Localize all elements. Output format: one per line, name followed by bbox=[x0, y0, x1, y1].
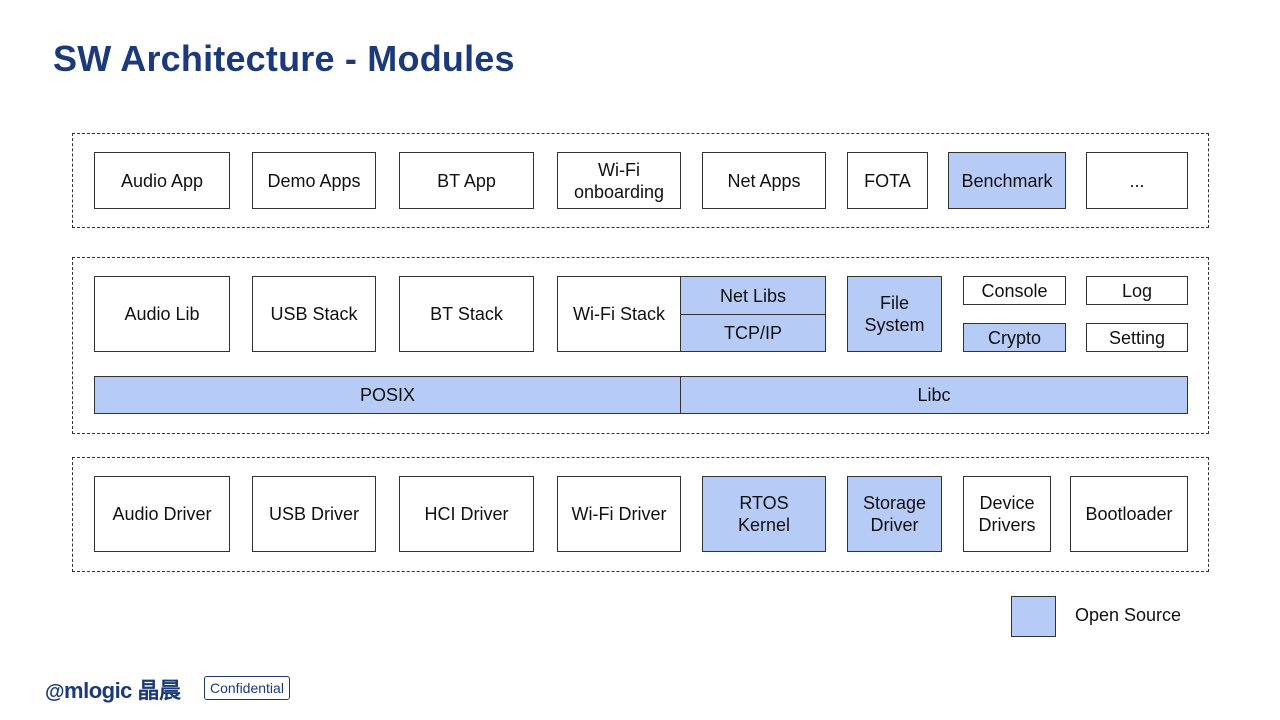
a-logo-icon: @ bbox=[45, 681, 65, 703]
benchmark-module: Benchmark bbox=[948, 152, 1066, 209]
fota-module: FOTA bbox=[847, 152, 928, 209]
audio-app-module: Audio App bbox=[94, 152, 230, 209]
audio-lib-module: Audio Lib bbox=[94, 276, 230, 352]
libc-module: Libc bbox=[680, 376, 1188, 414]
bootloader-module: Bootloader bbox=[1070, 476, 1188, 552]
console-module: Console bbox=[963, 276, 1066, 305]
wifi-stack-module: Wi-Fi Stack bbox=[557, 276, 681, 352]
posix-module: POSIX bbox=[94, 376, 681, 414]
net-apps-module: Net Apps bbox=[702, 152, 826, 209]
wifi-driver-module: Wi-Fi Driver bbox=[557, 476, 681, 552]
tcpip-module: TCP/IP bbox=[680, 314, 826, 352]
bt-stack-module: BT Stack bbox=[399, 276, 534, 352]
usb-stack-module: USB Stack bbox=[252, 276, 376, 352]
setting-module: Setting bbox=[1086, 323, 1188, 352]
crypto-module: Crypto bbox=[963, 323, 1066, 352]
middleware-layer bbox=[72, 257, 1209, 434]
hci-driver-module: HCI Driver bbox=[399, 476, 534, 552]
log-module: Log bbox=[1086, 276, 1188, 305]
demo-apps-module: Demo Apps bbox=[252, 152, 376, 209]
legend-open-source-swatch bbox=[1011, 596, 1056, 637]
audio-driver-module: Audio Driver bbox=[94, 476, 230, 552]
wifi-onboarding-module: Wi-Fi onboarding bbox=[557, 152, 681, 209]
amlogic-logo: @mlogic 晶晨 bbox=[45, 673, 181, 705]
file-system-module: File System bbox=[847, 276, 942, 352]
application-layer bbox=[72, 133, 1209, 228]
device-drivers-module: Device Drivers bbox=[963, 476, 1051, 552]
more-apps-module: ... bbox=[1086, 152, 1188, 209]
logo-text: mlogic 晶晨 bbox=[64, 678, 181, 703]
usb-driver-module: USB Driver bbox=[252, 476, 376, 552]
bt-app-module: BT App bbox=[399, 152, 534, 209]
confidential-badge: Confidential bbox=[204, 676, 290, 700]
page-title: SW Architecture - Modules bbox=[53, 38, 515, 79]
storage-driver-module: Storage Driver bbox=[847, 476, 942, 552]
net-libs-module: Net Libs bbox=[680, 276, 826, 315]
legend-open-source-label: Open Source bbox=[1075, 605, 1182, 625]
rtos-kernel-module: RTOS Kernel bbox=[702, 476, 826, 552]
kernel-layer bbox=[72, 457, 1209, 572]
